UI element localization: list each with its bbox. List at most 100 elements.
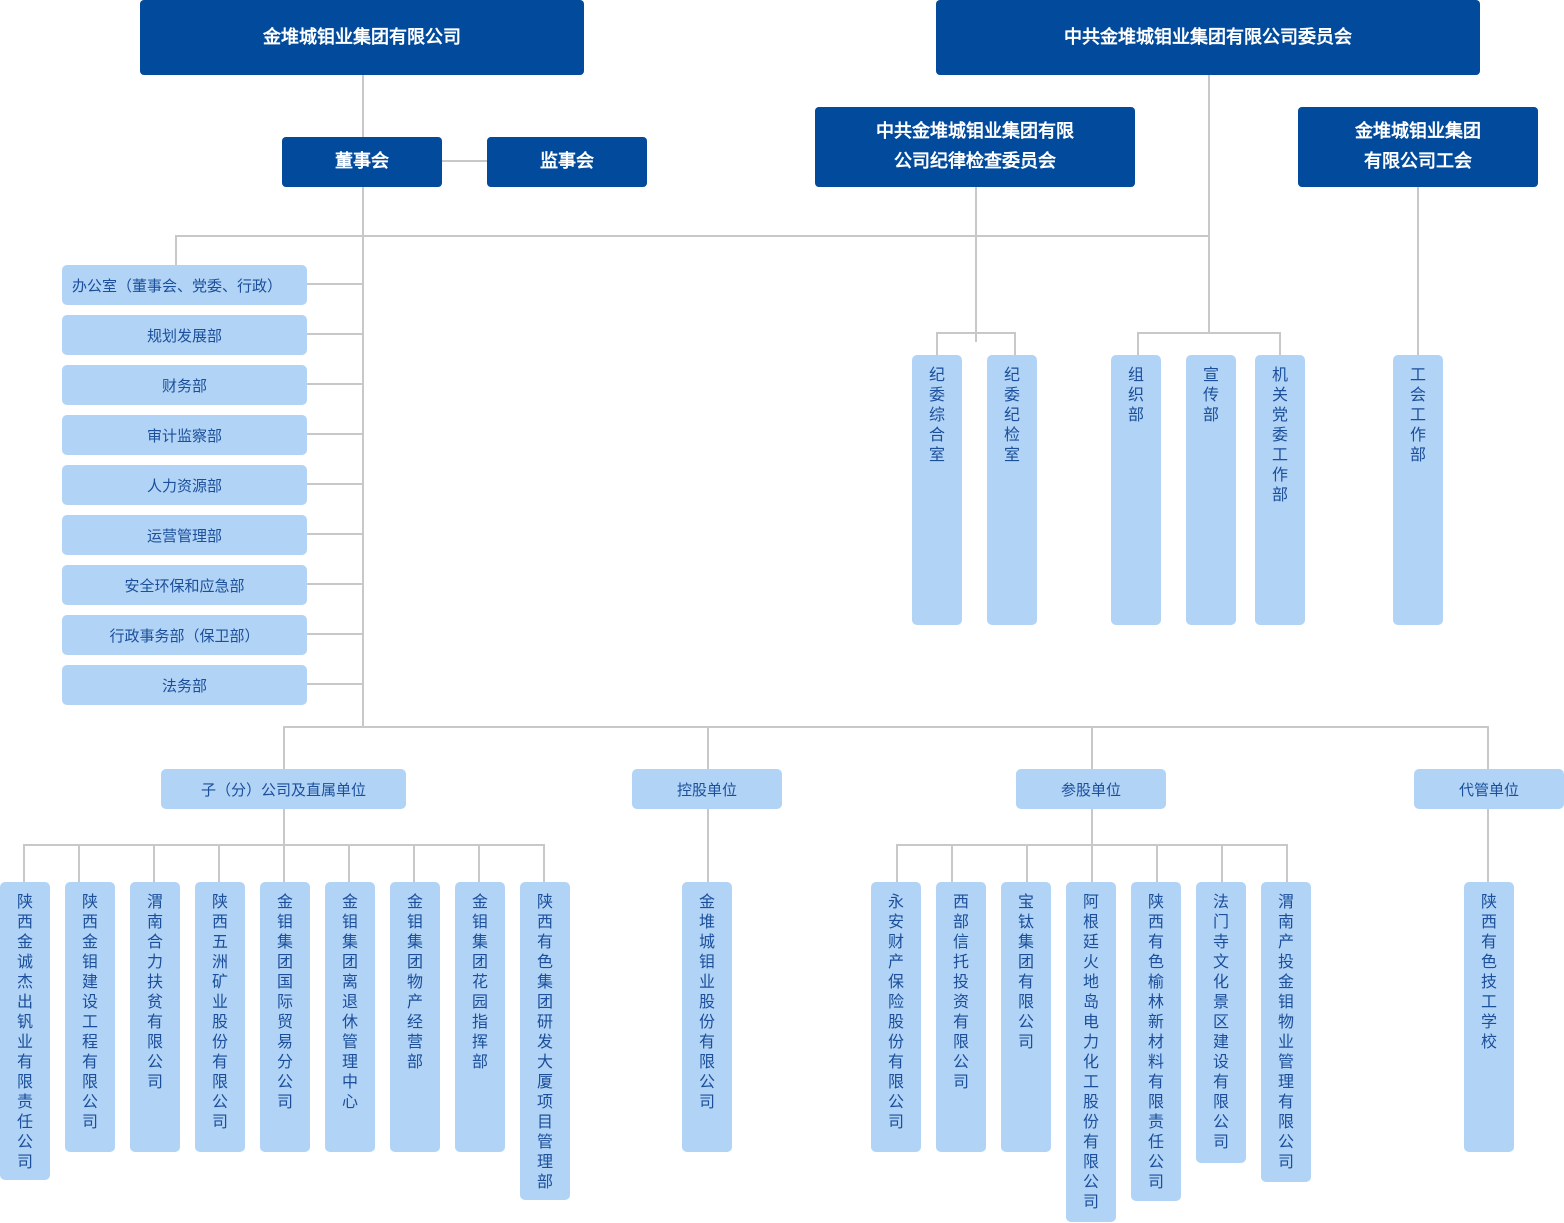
discipline-unit-label: 纪委综合室: [929, 365, 946, 464]
connector: [1091, 844, 1093, 882]
unit-label: 法门寺文化景区建设有限公司: [1213, 892, 1230, 1151]
party-unit-label: 机关党委工作部: [1272, 365, 1289, 504]
holding-unit[interactable]: 金堆城钼业股份有限公司: [682, 882, 732, 1152]
party-committee-box[interactable]: 中共金堆城钼业集团有限公司委员会: [936, 0, 1480, 75]
department-item[interactable]: 人力资源部: [62, 465, 307, 505]
party-unit[interactable]: 组织部: [1111, 355, 1161, 625]
department-item[interactable]: 运营管理部: [62, 515, 307, 555]
connector: [218, 844, 220, 882]
unit-label: 阿根廷火地岛电力化工股份有限公司: [1083, 892, 1100, 1211]
union-unit[interactable]: 工会工作部: [1393, 355, 1443, 625]
union-box[interactable]: 金堆城钼业集团 有限公司工会: [1298, 107, 1538, 187]
union-label-line1: 金堆城钼业集团: [1355, 121, 1481, 142]
equity-unit[interactable]: 永安财产保险股份有限公司: [871, 882, 921, 1152]
department-label: 审计监察部: [146, 426, 222, 445]
connector: [306, 283, 362, 285]
department-item[interactable]: 审计监察部: [62, 415, 307, 455]
connector: [1487, 808, 1489, 882]
supervisory-board-box[interactable]: 监事会: [487, 137, 647, 187]
connector: [936, 332, 938, 356]
connector: [283, 808, 285, 846]
category-equity-stakes[interactable]: 参股单位: [1016, 769, 1166, 809]
department-label: 财务部: [161, 376, 207, 395]
connector: [175, 235, 1210, 237]
unit-label: 金钼集团物产经营部: [407, 892, 424, 1071]
department-label: 运营管理部: [146, 526, 222, 545]
connector: [1156, 844, 1158, 882]
connector: [283, 844, 285, 882]
unit-label: 金钼集团离退休管理中心: [342, 892, 359, 1111]
unit-label: 陕西五洲矿业股份有限公司: [212, 892, 229, 1131]
category-subsidiaries[interactable]: 子（分）公司及直属单位: [161, 769, 406, 809]
connector: [707, 808, 709, 882]
connector: [306, 333, 362, 335]
unit-label: 永安财产保险股份有限公司: [888, 892, 905, 1131]
equity-unit[interactable]: 陕西有色榆林新材料有限责任公司: [1131, 882, 1181, 1201]
discipline-committee-box[interactable]: 中共金堆城钼业集团有限 公司纪律检查委员会: [815, 107, 1135, 187]
subsidiary-unit[interactable]: 陕西金诚杰出钒业有限责任公司: [0, 882, 50, 1180]
connector: [1286, 844, 1288, 882]
department-item[interactable]: 行政事务部（保卫部）: [62, 615, 307, 655]
category-label: 子（分）公司及直属单位: [200, 780, 366, 799]
connector: [1221, 844, 1223, 882]
equity-unit[interactable]: 渭南产投金钼物业管理有限公司: [1261, 882, 1311, 1182]
connector: [441, 160, 487, 162]
connector: [1208, 75, 1210, 333]
department-item[interactable]: 财务部: [62, 365, 307, 405]
connector: [1091, 808, 1093, 846]
department-item[interactable]: 安全环保和应急部: [62, 565, 307, 605]
discipline-committee-label-line2: 公司纪律检查委员会: [894, 151, 1056, 172]
equity-unit[interactable]: 西部信托投资有限公司: [936, 882, 986, 1152]
department-item[interactable]: 规划发展部: [62, 315, 307, 355]
department-item[interactable]: 法务部: [62, 665, 307, 705]
connector: [283, 726, 1489, 728]
discipline-unit[interactable]: 纪委综合室: [912, 355, 962, 625]
subsidiary-unit[interactable]: 金钼集团花园指挥部: [455, 882, 505, 1152]
subsidiary-unit[interactable]: 金钼集团国际贸易分公司: [260, 882, 310, 1152]
department-label: 办公室（董事会、党委、行政）: [72, 276, 283, 295]
unit-label: 宝钛集团有限公司: [1018, 892, 1035, 1051]
equity-unit[interactable]: 阿根廷火地岛电力化工股份有限公司: [1066, 882, 1116, 1222]
connector: [478, 844, 480, 882]
unit-label: 陕西有色集团研发大厦项目管理部: [537, 892, 554, 1191]
union-label-line2: 有限公司工会: [1364, 151, 1472, 172]
party-unit-label: 宣传部: [1203, 365, 1220, 424]
category-managed[interactable]: 代管单位: [1414, 769, 1564, 809]
unit-label: 陕西有色榆林新材料有限责任公司: [1148, 892, 1165, 1191]
party-unit[interactable]: 机关党委工作部: [1255, 355, 1305, 625]
connector: [153, 844, 155, 882]
connector: [306, 583, 362, 585]
connector: [1279, 332, 1281, 356]
connector: [348, 844, 350, 882]
subsidiary-unit[interactable]: 金钼集团离退休管理中心: [325, 882, 375, 1152]
category-label: 控股单位: [676, 780, 737, 799]
equity-unit[interactable]: 宝钛集团有限公司: [1001, 882, 1051, 1152]
company-box[interactable]: 金堆城钼业集团有限公司: [140, 0, 584, 75]
connector: [975, 186, 977, 342]
equity-unit[interactable]: 法门寺文化景区建设有限公司: [1196, 882, 1246, 1163]
unit-label: 金堆城钼业股份有限公司: [699, 892, 716, 1111]
union-unit-label: 工会工作部: [1410, 365, 1427, 464]
managed-unit[interactable]: 陕西有色技工学校: [1464, 882, 1514, 1152]
connector: [1026, 844, 1028, 882]
subsidiary-unit[interactable]: 陕西金钼建设工程有限公司: [65, 882, 115, 1152]
connector: [362, 75, 364, 137]
discipline-committee-label-line1: 中共金堆城钼业集团有限: [876, 121, 1074, 142]
subsidiary-unit[interactable]: 陕西五洲矿业股份有限公司: [195, 882, 245, 1152]
subsidiary-unit[interactable]: 渭南合力扶贫有限公司: [130, 882, 180, 1152]
subsidiary-unit[interactable]: 金钼集团物产经营部: [390, 882, 440, 1152]
connector: [78, 844, 80, 882]
connector: [1487, 726, 1489, 770]
department-label: 人力资源部: [146, 476, 222, 495]
connector: [1137, 332, 1139, 356]
category-label: 参股单位: [1060, 780, 1121, 799]
discipline-unit[interactable]: 纪委纪检室: [987, 355, 1037, 625]
department-label: 行政事务部（保卫部）: [109, 626, 260, 645]
board-box[interactable]: 董事会: [282, 137, 442, 187]
party-unit[interactable]: 宣传部: [1186, 355, 1236, 625]
connector: [306, 383, 362, 385]
connector: [951, 844, 953, 882]
category-holdings[interactable]: 控股单位: [632, 769, 782, 809]
subsidiary-unit[interactable]: 陕西有色集团研发大厦项目管理部: [520, 882, 570, 1200]
department-item[interactable]: 办公室（董事会、党委、行政）: [62, 265, 307, 305]
